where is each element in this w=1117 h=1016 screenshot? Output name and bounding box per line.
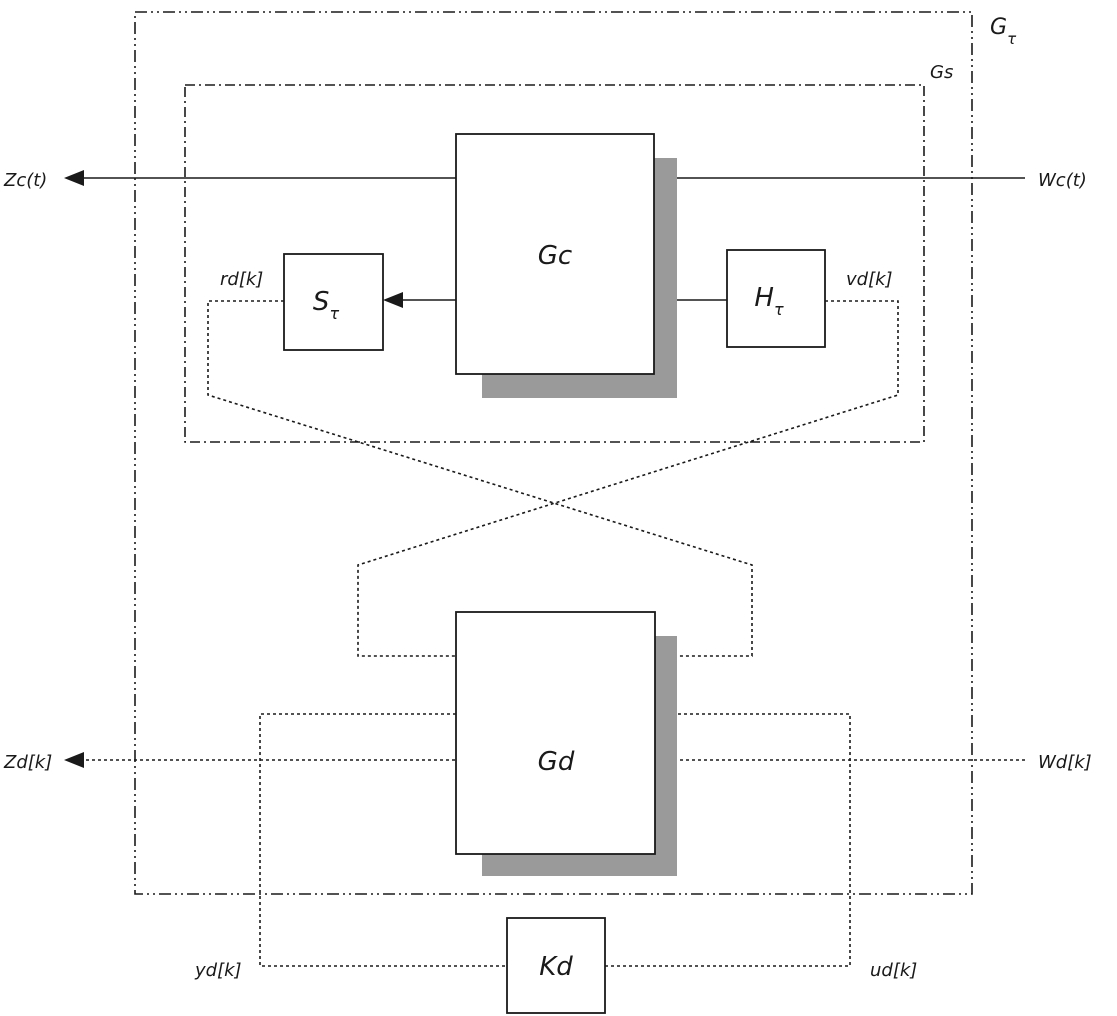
gd-block	[456, 612, 655, 854]
kd-label: Kd	[539, 952, 573, 982]
h-tau-block	[727, 250, 825, 347]
zd-arrowhead	[64, 752, 84, 768]
wd-signal-label: Wd[k]	[1038, 752, 1092, 773]
yd-signal-label: yd[k]	[194, 960, 242, 981]
zc-signal-label: Zc(t)	[3, 170, 47, 191]
zd-signal-label: Zd[k]	[3, 752, 52, 773]
gc-label: Gc	[538, 241, 572, 271]
s-tau-main: S	[313, 287, 330, 317]
s-arrowhead	[383, 292, 403, 308]
g-tau-label: Gτ	[990, 15, 1017, 48]
ud-signal-label: ud[k]	[870, 960, 917, 981]
gd-label: Gd	[538, 747, 575, 777]
g-tau-subscript: τ	[1007, 30, 1017, 48]
rd-signal-label: rd[k]	[220, 269, 263, 290]
h-tau-main: H	[754, 283, 774, 313]
h-tau-subscript: τ	[774, 300, 784, 319]
s-tau-block	[284, 254, 383, 350]
gs-label: Gs	[930, 62, 953, 83]
s-tau-subscript: τ	[329, 304, 339, 323]
zc-arrowhead	[64, 170, 84, 186]
vd-signal-label: vd[k]	[846, 269, 893, 290]
g-tau-main: G	[990, 15, 1007, 40]
wc-signal-label: Wc(t)	[1038, 170, 1087, 191]
